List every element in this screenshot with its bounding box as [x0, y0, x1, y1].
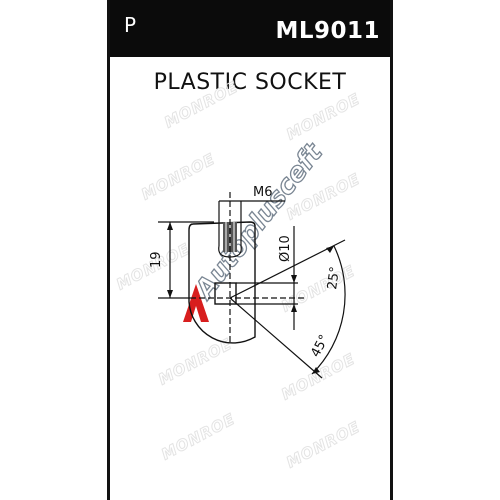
thread-label: M6 — [253, 185, 273, 200]
arrowheads — [167, 222, 334, 374]
arrow-icon — [291, 304, 297, 312]
angle-line-25 — [229, 239, 346, 299]
arrow-icon — [167, 222, 173, 230]
watermark-text: MONROE — [155, 335, 235, 389]
header-bar: P ML9011 — [110, 0, 390, 57]
watermark-text: MONROE — [138, 150, 218, 204]
logo-mark-icon — [183, 284, 209, 322]
watermark-text: MONROE — [161, 78, 241, 132]
header-letter: P — [124, 13, 137, 37]
watermark-text: MONROE — [283, 90, 363, 144]
angle-line-45 — [229, 297, 323, 379]
arrow-icon — [312, 367, 320, 374]
watermark-text: MONROE — [283, 418, 363, 472]
arrow-icon — [167, 290, 173, 298]
diameter-label: Ø10 — [278, 235, 293, 262]
angle-25-label: 25° — [325, 266, 343, 291]
height-label: 19 — [149, 251, 164, 268]
arrow-icon — [326, 246, 334, 253]
watermark-text: MONROE — [158, 410, 238, 464]
watermark-text: MONROE — [278, 262, 358, 316]
ball-pocket — [214, 282, 237, 305]
angle-45-label: 45° — [308, 332, 332, 359]
socket-outline — [188, 221, 256, 344]
watermark-group: MONROE MONROE MONROE MONROE MONROE MONRO… — [113, 77, 364, 472]
drawing-sheet: P ML9011 PLASTIC SOCKET — [107, 0, 393, 500]
arrow-icon — [291, 275, 297, 283]
angle-arc — [311, 245, 346, 375]
drawing-title: PLASTIC SOCKET — [153, 70, 347, 95]
part-number: ML9011 — [275, 18, 380, 44]
